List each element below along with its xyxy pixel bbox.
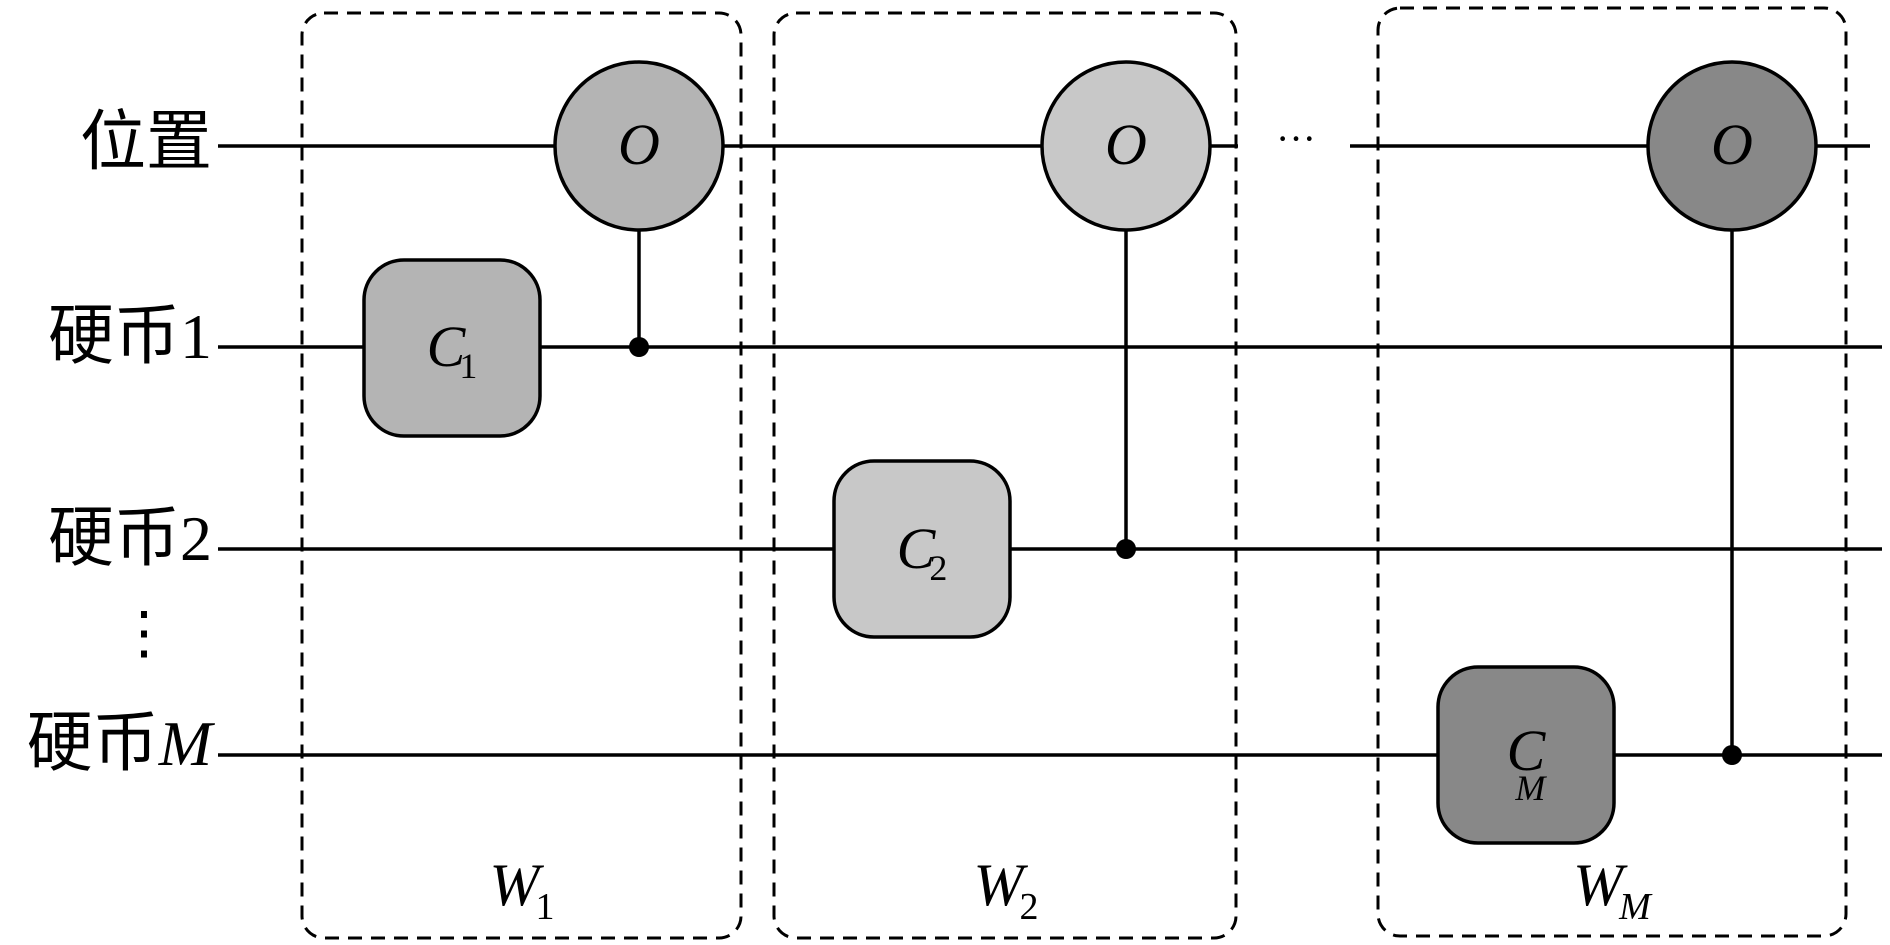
coin-gate-CM bbox=[1436, 665, 1616, 845]
wire-label-position: 位置 bbox=[80, 103, 212, 180]
coin-gate-C2 bbox=[832, 459, 1012, 639]
coin-M-prefix: 硬币 bbox=[27, 704, 159, 781]
oracle-gate-1 bbox=[553, 60, 725, 232]
control-dot-M bbox=[1722, 745, 1742, 765]
coin-1-index: 1 bbox=[180, 301, 212, 372]
step-label-W2-main: W bbox=[974, 852, 1029, 918]
coin-gate-C1-label: C1 bbox=[427, 314, 478, 386]
wire-label-coin-M: 硬币M bbox=[27, 704, 216, 781]
wire-label-coin-1: 硬币1 bbox=[48, 297, 212, 374]
coin-gate-C2-main: C bbox=[897, 516, 937, 581]
step-label-W1: W1 bbox=[490, 852, 555, 928]
coin-gate-CM-main: C bbox=[1507, 718, 1547, 783]
coin-gate-C1 bbox=[362, 258, 542, 438]
step-box-WM bbox=[1376, 6, 1848, 938]
wire-label-coin-2: 硬币2 bbox=[48, 499, 212, 576]
oracle-gate-M bbox=[1646, 60, 1818, 232]
step-box-W1 bbox=[300, 11, 743, 940]
control-dot-1 bbox=[629, 337, 649, 357]
oracle-gate-M-label: O bbox=[1711, 112, 1753, 177]
step-label-W1-sub: 1 bbox=[535, 886, 554, 928]
vertical-ellipsis: ⋮ bbox=[115, 600, 173, 665]
step-label-W2-sub: 2 bbox=[1019, 886, 1038, 928]
oracle-gate-2-label: O bbox=[1105, 112, 1147, 177]
coin-gate-C1-main: C bbox=[427, 314, 467, 379]
coin-2-prefix: 硬币 bbox=[48, 499, 180, 576]
step-label-W1-main: W bbox=[490, 852, 545, 918]
coin-gate-C1-sub: 1 bbox=[459, 346, 477, 386]
coin-2-index: 2 bbox=[180, 503, 212, 574]
coin-gate-CM-sub: M bbox=[1514, 768, 1547, 808]
step-box-W2 bbox=[772, 11, 1238, 940]
oracle-gate-2 bbox=[1040, 60, 1212, 232]
control-dot-2 bbox=[1116, 539, 1136, 559]
horizontal-ellipsis: ··· bbox=[1276, 116, 1316, 161]
coin-gate-C2-sub: 2 bbox=[929, 548, 947, 588]
step-label-WM-main: W bbox=[1573, 852, 1628, 918]
coin-gate-C2-label: C2 bbox=[897, 516, 948, 588]
step-label-WM-sub: M bbox=[1618, 886, 1653, 928]
step-label-WM: WM bbox=[1573, 852, 1653, 928]
coin-1-prefix: 硬币 bbox=[48, 297, 180, 374]
oracle-gate-1-label: O bbox=[618, 112, 660, 177]
step-label-W2: W2 bbox=[974, 852, 1039, 928]
coin-M-index: M bbox=[158, 708, 216, 779]
